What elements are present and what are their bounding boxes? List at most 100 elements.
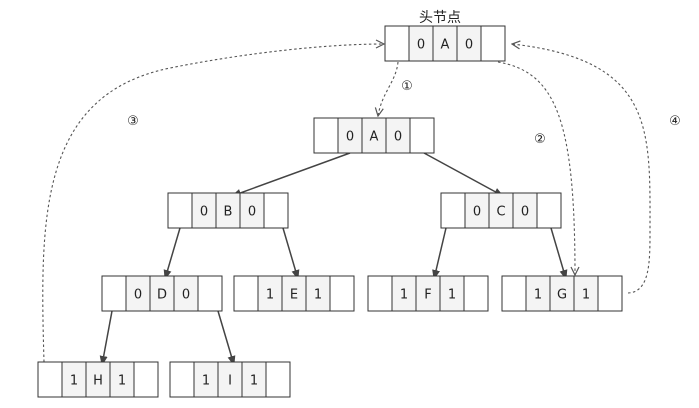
data-value: D	[157, 288, 167, 303]
rchild-cell	[265, 361, 291, 398]
rtag-value: 1	[582, 288, 590, 303]
node-e: 1 E 1	[233, 275, 355, 312]
data-cell	[281, 275, 307, 312]
data-cell	[549, 275, 575, 312]
ltag-cell	[337, 117, 363, 154]
lchild-cell	[101, 275, 127, 312]
rtag-value: 1	[448, 288, 456, 303]
data-value: G	[557, 288, 567, 303]
data-cell	[415, 275, 441, 312]
lchild-cell	[440, 192, 466, 229]
thread-step-4-label: ④	[669, 114, 681, 129]
rtag-cell	[385, 117, 411, 154]
edge-a-c	[423, 152, 504, 197]
edge-c-f	[432, 227, 447, 280]
rtag-value: 0	[248, 205, 256, 220]
data-cell	[215, 192, 241, 229]
ltag-cell	[191, 192, 217, 229]
data-value: F	[424, 288, 431, 303]
rchild-cell	[263, 192, 289, 229]
edge-c-g	[550, 227, 568, 280]
data-cell	[85, 361, 111, 398]
edge-d-i	[217, 310, 236, 366]
edge-b-e	[282, 227, 300, 280]
data-value: I	[228, 374, 232, 389]
data-value: B	[224, 205, 233, 220]
ltag-value: 0	[473, 205, 481, 220]
rchild-cell	[463, 275, 489, 312]
ltag-cell	[464, 192, 490, 229]
data-value: C	[496, 205, 505, 220]
rtag-cell	[512, 192, 538, 229]
rtag-value: 0	[465, 38, 473, 53]
lchild-cell	[313, 117, 339, 154]
rtag-value: 0	[521, 205, 529, 220]
lchild-cell	[367, 275, 393, 312]
data-value: A	[441, 38, 450, 53]
rchild-cell	[480, 25, 506, 62]
ltag-cell	[257, 275, 283, 312]
rtag-value: 1	[314, 288, 322, 303]
data-cell	[488, 192, 514, 229]
edge-a-b	[231, 152, 351, 197]
thread-step-3-label: ③	[127, 114, 139, 129]
data-cell	[149, 275, 175, 312]
rtag-cell	[239, 192, 265, 229]
lchild-cell	[37, 361, 63, 398]
rtag-value: 0	[394, 130, 402, 145]
edge-b-d	[163, 227, 181, 280]
rtag-cell	[573, 275, 599, 312]
ltag-value: 1	[70, 374, 78, 389]
data-value: H	[93, 374, 103, 389]
rchild-cell	[197, 275, 223, 312]
lchild-cell	[233, 275, 259, 312]
lchild-cell	[169, 361, 195, 398]
lchild-cell	[501, 275, 527, 312]
rtag-cell	[241, 361, 267, 398]
rtag-value: 1	[118, 374, 126, 389]
thread-head-to-root	[378, 61, 399, 116]
lchild-cell	[167, 192, 193, 229]
thread-head-to-g	[497, 61, 575, 275]
thread-step-1-label: ①	[401, 79, 413, 94]
rtag-cell	[439, 275, 465, 312]
data-value: E	[290, 288, 298, 303]
ltag-value: 0	[417, 38, 425, 53]
rtag-cell	[456, 25, 482, 62]
ltag-value: 1	[400, 288, 408, 303]
lchild-cell	[384, 25, 410, 62]
thread-step-2-label: ②	[534, 132, 546, 147]
rtag-value: 0	[182, 288, 190, 303]
thread-g-to-head	[512, 44, 651, 294]
ltag-value: 1	[534, 288, 542, 303]
node-i: 1 I 1	[169, 361, 291, 398]
ltag-value: 1	[202, 374, 210, 389]
node-f: 1 F 1	[367, 275, 489, 312]
ltag-cell	[525, 275, 551, 312]
ltag-value: 0	[134, 288, 142, 303]
ltag-value: 0	[200, 205, 208, 220]
edges-layer	[99, 152, 568, 366]
threads-layer	[42, 44, 651, 363]
rtag-cell	[173, 275, 199, 312]
rchild-cell	[133, 361, 159, 398]
rchild-cell	[329, 275, 355, 312]
edge-d-h	[99, 310, 113, 366]
rtag-value: 1	[250, 374, 258, 389]
data-value: A	[370, 130, 379, 145]
rchild-cell	[597, 275, 623, 312]
ltag-value: 1	[266, 288, 274, 303]
rchild-cell	[536, 192, 562, 229]
ltag-value: 0	[346, 130, 354, 145]
head-node-label: 头节点	[419, 10, 461, 26]
rchild-cell	[409, 117, 435, 154]
